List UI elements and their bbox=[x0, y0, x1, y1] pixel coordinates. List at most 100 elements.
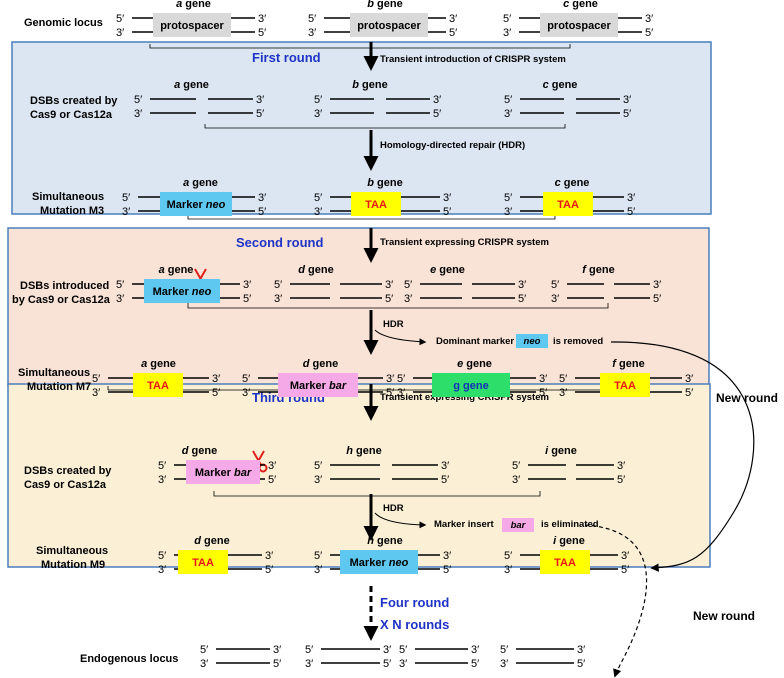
strand-end-3p: 3′ bbox=[122, 206, 130, 218]
strand-end-5p: 5′ bbox=[314, 94, 322, 106]
strand-end-3p: 3′ bbox=[559, 387, 567, 399]
note-bar-elim-pre: Marker insert bbox=[434, 519, 495, 530]
strand-end-5p: 5′ bbox=[577, 658, 585, 670]
protospacer-box-label: protospacer bbox=[357, 20, 421, 32]
gene-label: e gene bbox=[457, 358, 492, 370]
strand-end-3p: 3′ bbox=[274, 293, 282, 305]
strand-end-5p: 5′ bbox=[314, 550, 322, 562]
strand-end-5p: 5′ bbox=[158, 550, 166, 562]
strand-end-3p: 3′ bbox=[397, 387, 405, 399]
strand-end-5p: 5′ bbox=[242, 373, 250, 385]
new-round-label-2: New round bbox=[693, 609, 755, 623]
strand-end-3p: 3′ bbox=[653, 279, 661, 291]
strand-end-5p: 5′ bbox=[200, 644, 208, 656]
strand-end-3p: 3′ bbox=[551, 293, 559, 305]
protospacer-box bbox=[350, 13, 428, 37]
strand-end-3p: 3′ bbox=[627, 192, 635, 204]
row-label-dsb1: Cas9 or Cas12a bbox=[30, 109, 113, 121]
strand-end-5p: 5′ bbox=[386, 387, 394, 399]
strand-end-5p: 5′ bbox=[539, 387, 547, 399]
strand-end-3p: 3′ bbox=[441, 460, 449, 472]
note-neo-tag-box bbox=[516, 334, 548, 348]
marker-bar-box-label: Marker bar bbox=[195, 467, 252, 479]
step-text-third: Transient expressing CRISPR system bbox=[380, 392, 549, 403]
gene-label: c gene bbox=[555, 177, 590, 189]
strand-end-5p: 5′ bbox=[308, 13, 316, 25]
note-bar-tag-box bbox=[502, 518, 534, 532]
round-title-first: First round bbox=[252, 50, 321, 65]
strand-end-3p: 3′ bbox=[503, 27, 511, 39]
strand-end-5p: 5′ bbox=[617, 474, 625, 486]
gene-label: f gene bbox=[612, 358, 644, 370]
marker-neo-box-label: Marker neo bbox=[167, 199, 226, 211]
third-round-panel bbox=[7, 383, 711, 568]
marker-bar-box-label: Marker bar bbox=[290, 380, 347, 392]
strand-end-5p: 5′ bbox=[518, 293, 526, 305]
strand-end-3p: 3′ bbox=[305, 658, 313, 670]
gene-label: f gene bbox=[582, 264, 614, 276]
strand-end-3p: 3′ bbox=[158, 474, 166, 486]
marker-neo-box bbox=[160, 192, 232, 216]
strand-end-5p: 5′ bbox=[500, 644, 508, 656]
strand-end-3p: 3′ bbox=[314, 206, 322, 218]
strand-end-3p: 3′ bbox=[268, 460, 276, 472]
strand-end-3p: 3′ bbox=[273, 644, 281, 656]
gene-label: c gene bbox=[563, 0, 598, 10]
row-label-dsb2: by Cas9 or Cas12a bbox=[12, 294, 111, 306]
strand-end-3p: 3′ bbox=[212, 373, 220, 385]
strand-end-5p: 5′ bbox=[383, 658, 391, 670]
strand-end-3p: 3′ bbox=[471, 644, 479, 656]
gene-label: e gene bbox=[430, 264, 465, 276]
step-text-hdr3: HDR bbox=[383, 503, 404, 514]
row-label-dsb1: DSBs created by bbox=[30, 95, 118, 107]
strand-end-5p: 5′ bbox=[504, 94, 512, 106]
strand-end-5p: 5′ bbox=[258, 206, 266, 218]
strand-end-3p: 3′ bbox=[265, 550, 273, 562]
gene-label: h gene bbox=[346, 445, 381, 457]
strand-end-3p: 3′ bbox=[243, 279, 251, 291]
protospacer-box-label: protospacer bbox=[547, 20, 611, 32]
strand-end-3p: 3′ bbox=[504, 206, 512, 218]
strand-end-5p: 5′ bbox=[504, 550, 512, 562]
strand-end-3p: 3′ bbox=[158, 564, 166, 576]
strand-end-5p: 5′ bbox=[559, 373, 567, 385]
new-round-arrow-1 bbox=[610, 341, 755, 572]
gene-label: b gene bbox=[367, 177, 402, 189]
row-label-m9: Mutation M9 bbox=[41, 559, 105, 571]
gene-label: h gene bbox=[367, 535, 402, 547]
strand-end-5p: 5′ bbox=[551, 279, 559, 291]
strand-end-5p: 5′ bbox=[314, 192, 322, 204]
strand-end-5p: 5′ bbox=[265, 564, 273, 576]
gene-label: d gene bbox=[182, 445, 217, 457]
protospacer-box-label: protospacer bbox=[160, 20, 224, 32]
gene-label: i gene bbox=[545, 445, 577, 457]
strand-end-5p: 5′ bbox=[268, 474, 276, 486]
taa-box bbox=[178, 550, 228, 574]
row-label-m7: Mutation M7 bbox=[27, 381, 91, 393]
strand-end-5p: 5′ bbox=[314, 460, 322, 472]
strand-end-5p: 5′ bbox=[471, 658, 479, 670]
strand-end-5p: 5′ bbox=[212, 387, 220, 399]
step-text-first: Transient introduction of CRISPR system bbox=[380, 54, 566, 65]
strand-end-3p: 3′ bbox=[258, 13, 266, 25]
strand-end-5p: 5′ bbox=[449, 27, 457, 39]
strand-end-3p: 3′ bbox=[134, 108, 142, 120]
round-title-xn: X N rounds bbox=[380, 617, 449, 632]
strand-end-5p: 5′ bbox=[433, 108, 441, 120]
strand-end-5p: 5′ bbox=[122, 192, 130, 204]
row-label-m9: Simultaneous bbox=[36, 545, 108, 557]
strand-end-3p: 3′ bbox=[504, 108, 512, 120]
strand-end-3p: 3′ bbox=[314, 108, 322, 120]
strand-end-3p: 3′ bbox=[308, 27, 316, 39]
gene-label: d gene bbox=[303, 358, 338, 370]
strand-end-5p: 5′ bbox=[627, 206, 635, 218]
strand-end-3p: 3′ bbox=[449, 13, 457, 25]
gene-label: a gene bbox=[159, 264, 194, 276]
row-brackets bbox=[107, 44, 631, 497]
strand-end-3p: 3′ bbox=[539, 373, 547, 385]
strand-end-5p: 5′ bbox=[443, 564, 451, 576]
round-title-second: Second round bbox=[236, 235, 323, 250]
strand-end-5p: 5′ bbox=[116, 279, 124, 291]
